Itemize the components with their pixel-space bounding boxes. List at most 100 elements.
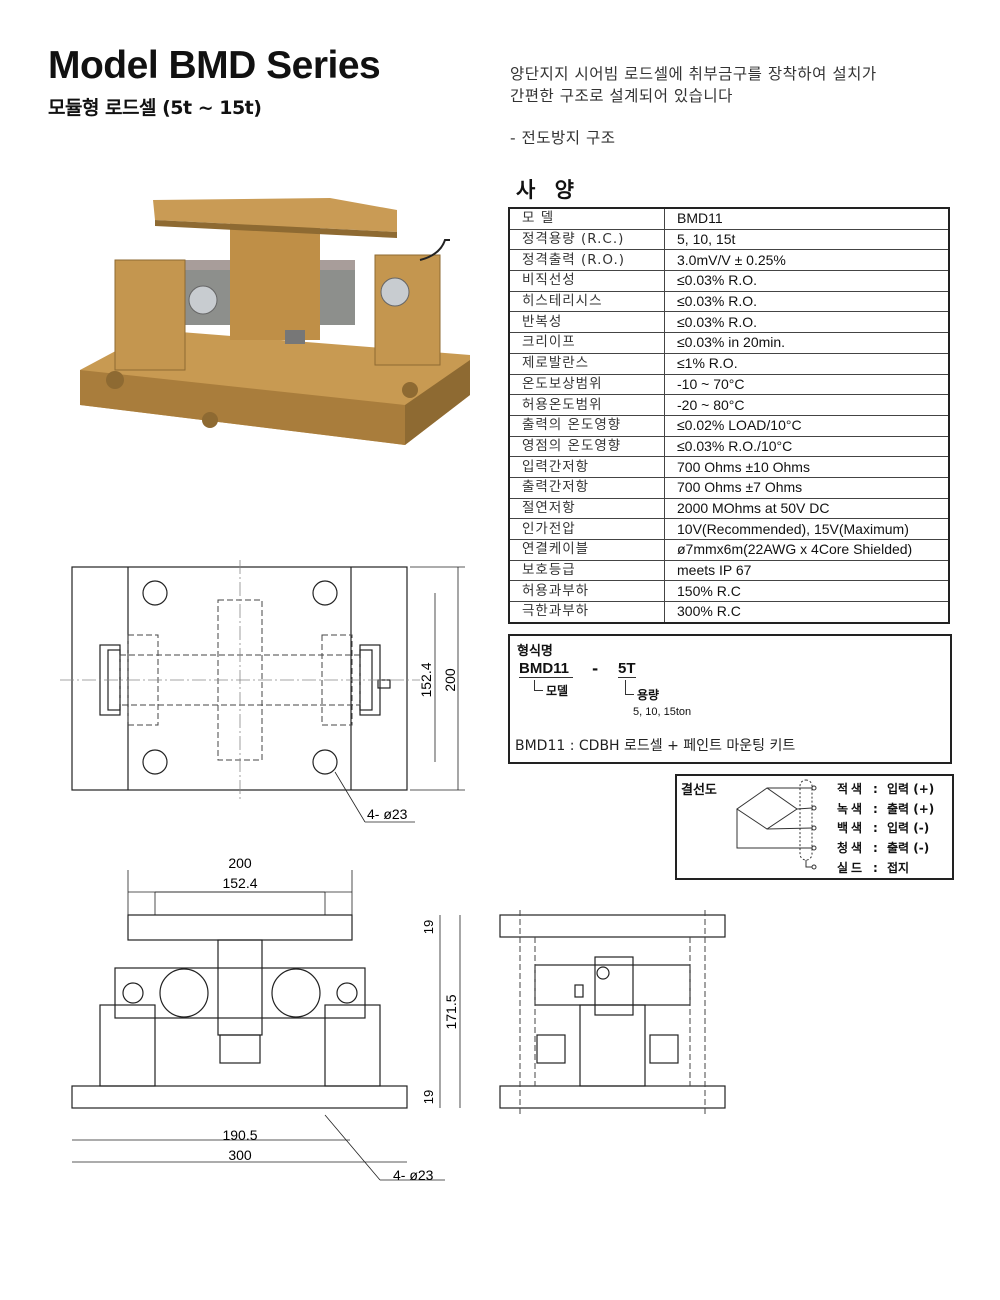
spec-label: 히스테리시스 [508,290,665,313]
wire-color: 실드 [837,860,866,875]
wiring-title: 결선도 [681,783,717,798]
top-view-drawing: 152.4 200 4- ø23 [60,560,465,823]
bridge-circuit-icon [736,779,817,870]
spec-label: 제로발란스 [508,352,665,375]
description-line-1: 양단지지 시어빔 로드셀에 취부금구를 장착하여 설치가 [510,65,877,83]
wire-sep: : [873,782,878,796]
model-code-model: BMD11 [519,660,574,678]
side-view-drawing [499,910,726,1115]
spec-label: 극한과부하 [508,601,665,624]
spec-label: 정격출력 (R.O.) [508,249,665,272]
spec-row: 정격출력 (R.O.)3.0mV/V ± 0.25% [508,249,950,272]
spec-label: 정격용량 (R.C.) [508,228,665,251]
dim-front-holes: 4- ø23 [393,1167,434,1183]
spec-label: 인가전압 [508,518,665,540]
wire-color: 적색 [837,782,866,796]
wire-function: 입력 (-) [887,821,930,836]
feature-text: - 전도방지 구조 [510,129,616,147]
spec-label: 입력간저항 [508,456,665,478]
spec-value: -20 ~ 80°C [664,394,950,416]
spec-label: 출력간저항 [508,476,665,499]
wiring-row: 녹색:출력 (+) [837,800,934,817]
spec-value: 3.0mV/V ± 0.25% [664,249,950,272]
model-note: BMD11 : CDBH 로드셀 + 페인트 마운팅 키트 [515,738,796,754]
spec-label: 반복성 [508,311,665,334]
spec-value: ø7mmx6m(22AWG x 4Core Shielded) [664,539,950,561]
spec-label: 크리이프 [508,332,665,354]
dim-front-300: 300 [228,1147,252,1163]
spec-label: 허용과부하 [508,580,665,603]
dim-front-171-5: 171.5 [443,994,459,1029]
spec-value: 700 Ohms ±7 Ohms [664,476,950,499]
spec-value: ≤0.03% R.O. [664,290,950,313]
wiring-row: 백색: 입력 (-) [837,819,929,836]
capacity-label: 용량 [637,688,660,702]
dim-top-152-4: 152.4 [418,662,434,697]
spec-row: 비직선성≤0.03% R.O. [508,270,950,292]
model-code-capacity: 5T [618,660,636,678]
spec-row: 영점의 온도영향≤0.03% R.O./10°C [508,435,950,458]
dim-front-19-bottom: 19 [421,1090,436,1104]
model-code-box: 형식명 BMD11 - 5T 모델 용량 5, 10, 15ton BMD11 … [508,634,952,764]
spec-label: 허용온도범위 [508,394,665,416]
spec-label: 연결케이블 [508,539,665,561]
wiring-diagram-box: 결선도 적색:입력 (+)녹색:출력 (+)백색:입력 (-)청색:출력 (-)… [675,774,954,880]
model-label: 모델 [546,684,569,698]
spec-value: ≤0.03% R.O. [664,270,950,292]
spec-row: 정격용량 (R.C.)5, 10, 15t [508,228,950,251]
dim-top-200: 200 [442,668,458,692]
dim-front-200: 200 [228,855,252,871]
spec-row: 온도보상범위-10 ~ 70°C [508,373,950,396]
page-subtitle: 모듈형 로드셀 (5t ~ 15t) [48,97,262,119]
spec-label: 비직선성 [508,270,665,292]
wire-function: 입력 (+) [887,782,935,796]
page-title: Model BMD Series [48,44,381,87]
dim-front-152-4: 152.4 [222,875,257,891]
wire-function: 접지 [887,860,910,875]
wire-color: 백색 [837,821,866,836]
wire-sep: : [873,821,878,836]
spec-row: 히스테리시스≤0.03% R.O. [508,290,950,313]
spec-value: 700 Ohms ±10 Ohms [664,456,950,478]
model-code-title: 형식명 [517,644,553,659]
spec-row: 반복성≤0.03% R.O. [508,311,950,334]
spec-row: 허용온도범위-20 ~ 80°C [508,394,950,416]
capacity-options: 5, 10, 15ton [633,706,692,718]
spec-row: 제로발란스≤1% R.O. [508,352,950,375]
dim-top-holes: 4- ø23 [367,806,408,822]
spec-label: 보호등급 [508,559,665,582]
spec-label: 영점의 온도영향 [508,435,665,458]
spec-value: 5, 10, 15t [664,228,950,251]
wire-sep: : [873,860,878,875]
spec-value: ≤0.03% in 20min. [664,332,950,354]
spec-value: ≤1% R.O. [664,352,950,375]
spec-value: ≤0.02% LOAD/10°C [664,414,950,437]
dim-front-190-5: 190.5 [222,1127,257,1143]
model-code-dash: - [592,660,599,678]
spec-value: meets IP 67 [664,559,950,582]
wire-color: 녹색 [837,801,866,816]
spec-title: 사 양 [516,178,580,202]
front-view-drawing: 200 152.4 19 171.5 19 190.5 300 4- ø23 [71,855,461,1183]
spec-value: ≤0.03% R.O. [664,311,950,334]
dim-front-19-top: 19 [421,920,436,934]
spec-label: 절연저항 [508,497,665,520]
wire-sep: : [873,841,878,856]
spec-value: BMD11 [664,207,950,230]
spec-value: 150% R.C [664,580,950,603]
description-line-2: 간편한 구조로 설계되어 있습니다 [510,87,733,105]
spec-value: ≤0.03% R.O./10°C [664,435,950,458]
wire-function: 출력 (+) [887,801,935,816]
wiring-row: 청색:출력 (-) [837,839,929,856]
spec-label: 출력의 온도영향 [508,414,665,437]
